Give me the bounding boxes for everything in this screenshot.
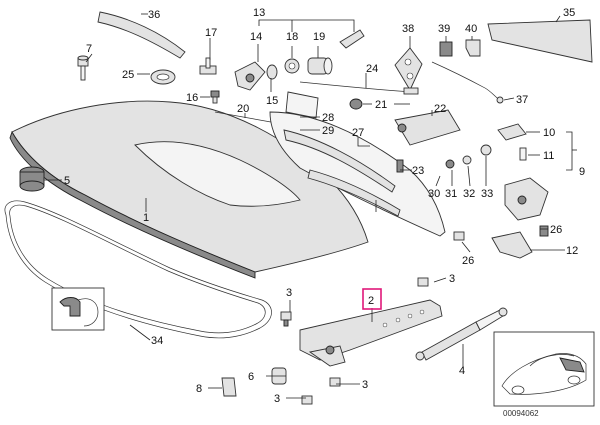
label-17: 17: [205, 27, 217, 39]
label-40: 40: [465, 23, 477, 35]
part-labels: 36 13 17 14 18 19 38 39 40 35 7 25 24 15…: [64, 7, 585, 405]
clip-40: [465, 39, 481, 57]
label-21: 21: [375, 99, 387, 111]
label-3d: 3: [274, 393, 280, 405]
inner-panel: [269, 111, 446, 237]
highlight-box: [362, 288, 382, 310]
label-30: 30: [428, 188, 440, 200]
reference-code: 00094062: [503, 409, 539, 418]
label-16: 16: [186, 92, 198, 104]
rod-24-clip: [403, 87, 419, 95]
label-24: 24: [366, 63, 378, 75]
label-18: 18: [286, 31, 298, 43]
lock-cylinder-assembly: [199, 29, 365, 91]
label-29: 29: [322, 125, 334, 137]
bracket-10: [497, 123, 527, 141]
label-28: 28: [322, 112, 334, 124]
label-14: 14: [250, 31, 262, 43]
rod-24: [299, 81, 413, 93]
label-3c: 3: [362, 379, 368, 391]
label-9: 9: [579, 166, 585, 178]
label-10: 10: [543, 127, 555, 139]
label-19: 19: [313, 31, 325, 43]
rubber-buffer: [19, 166, 45, 192]
label-13: 13: [253, 7, 265, 19]
lamp-strip: [487, 19, 593, 63]
hinge-2: [299, 299, 443, 367]
label-39: 39: [438, 23, 450, 35]
lock-actuator: [394, 109, 461, 146]
bolt-11: [519, 147, 527, 161]
label-11: 11: [543, 150, 554, 162]
label-3a: 3: [449, 273, 455, 285]
label-12: 12: [566, 245, 578, 257]
label-27: 27: [352, 127, 364, 139]
label-36: 36: [148, 9, 160, 21]
label-7: 7: [86, 43, 92, 55]
gas-spring: [415, 307, 508, 361]
label-32: 32: [463, 188, 475, 200]
label-38: 38: [402, 23, 414, 35]
label-20: 20: [237, 103, 249, 115]
leader-lines: [44, 13, 577, 399]
label-26b: 26: [462, 255, 474, 267]
label-2: 2: [368, 295, 374, 307]
label-33: 33: [481, 188, 493, 200]
label-8: 8: [196, 383, 202, 395]
hinge-bracket-12: [491, 231, 533, 259]
pin-21: [349, 98, 363, 110]
bushing-8: [221, 377, 237, 397]
label-31: 31: [445, 188, 457, 200]
trim-strip: [97, 11, 186, 59]
label-4: 4: [459, 365, 465, 377]
bolt-7: [77, 55, 89, 81]
label-26a: 26: [550, 224, 562, 236]
bolt-3-top: [417, 277, 429, 287]
bolt-3-bottom: [301, 377, 341, 405]
clip-39: [439, 41, 453, 57]
label-1: 1: [143, 212, 149, 224]
label-5: 5: [64, 175, 70, 187]
bolt-3-left: [280, 311, 292, 327]
car-locator-thumbnail: [493, 331, 595, 407]
label-3b: 3: [286, 287, 292, 299]
label-23: 23: [412, 165, 424, 177]
rod-37: [431, 61, 501, 101]
screw-16: [210, 90, 220, 104]
label-37: 37: [516, 94, 528, 106]
label-35: 35: [563, 7, 575, 19]
label-22: 22: [434, 103, 446, 115]
handle-38: [394, 47, 423, 91]
grommet-25: [150, 69, 176, 85]
label-6: 6: [248, 371, 254, 383]
seal-detail-inset: [51, 287, 105, 331]
screws-30-33: [396, 144, 549, 241]
cover-28: [285, 91, 319, 119]
rod-end: [496, 96, 504, 104]
lock-latch: [504, 177, 549, 221]
label-15: 15: [266, 95, 278, 107]
label-25: 25: [122, 69, 134, 81]
label-34: 34: [151, 335, 163, 347]
